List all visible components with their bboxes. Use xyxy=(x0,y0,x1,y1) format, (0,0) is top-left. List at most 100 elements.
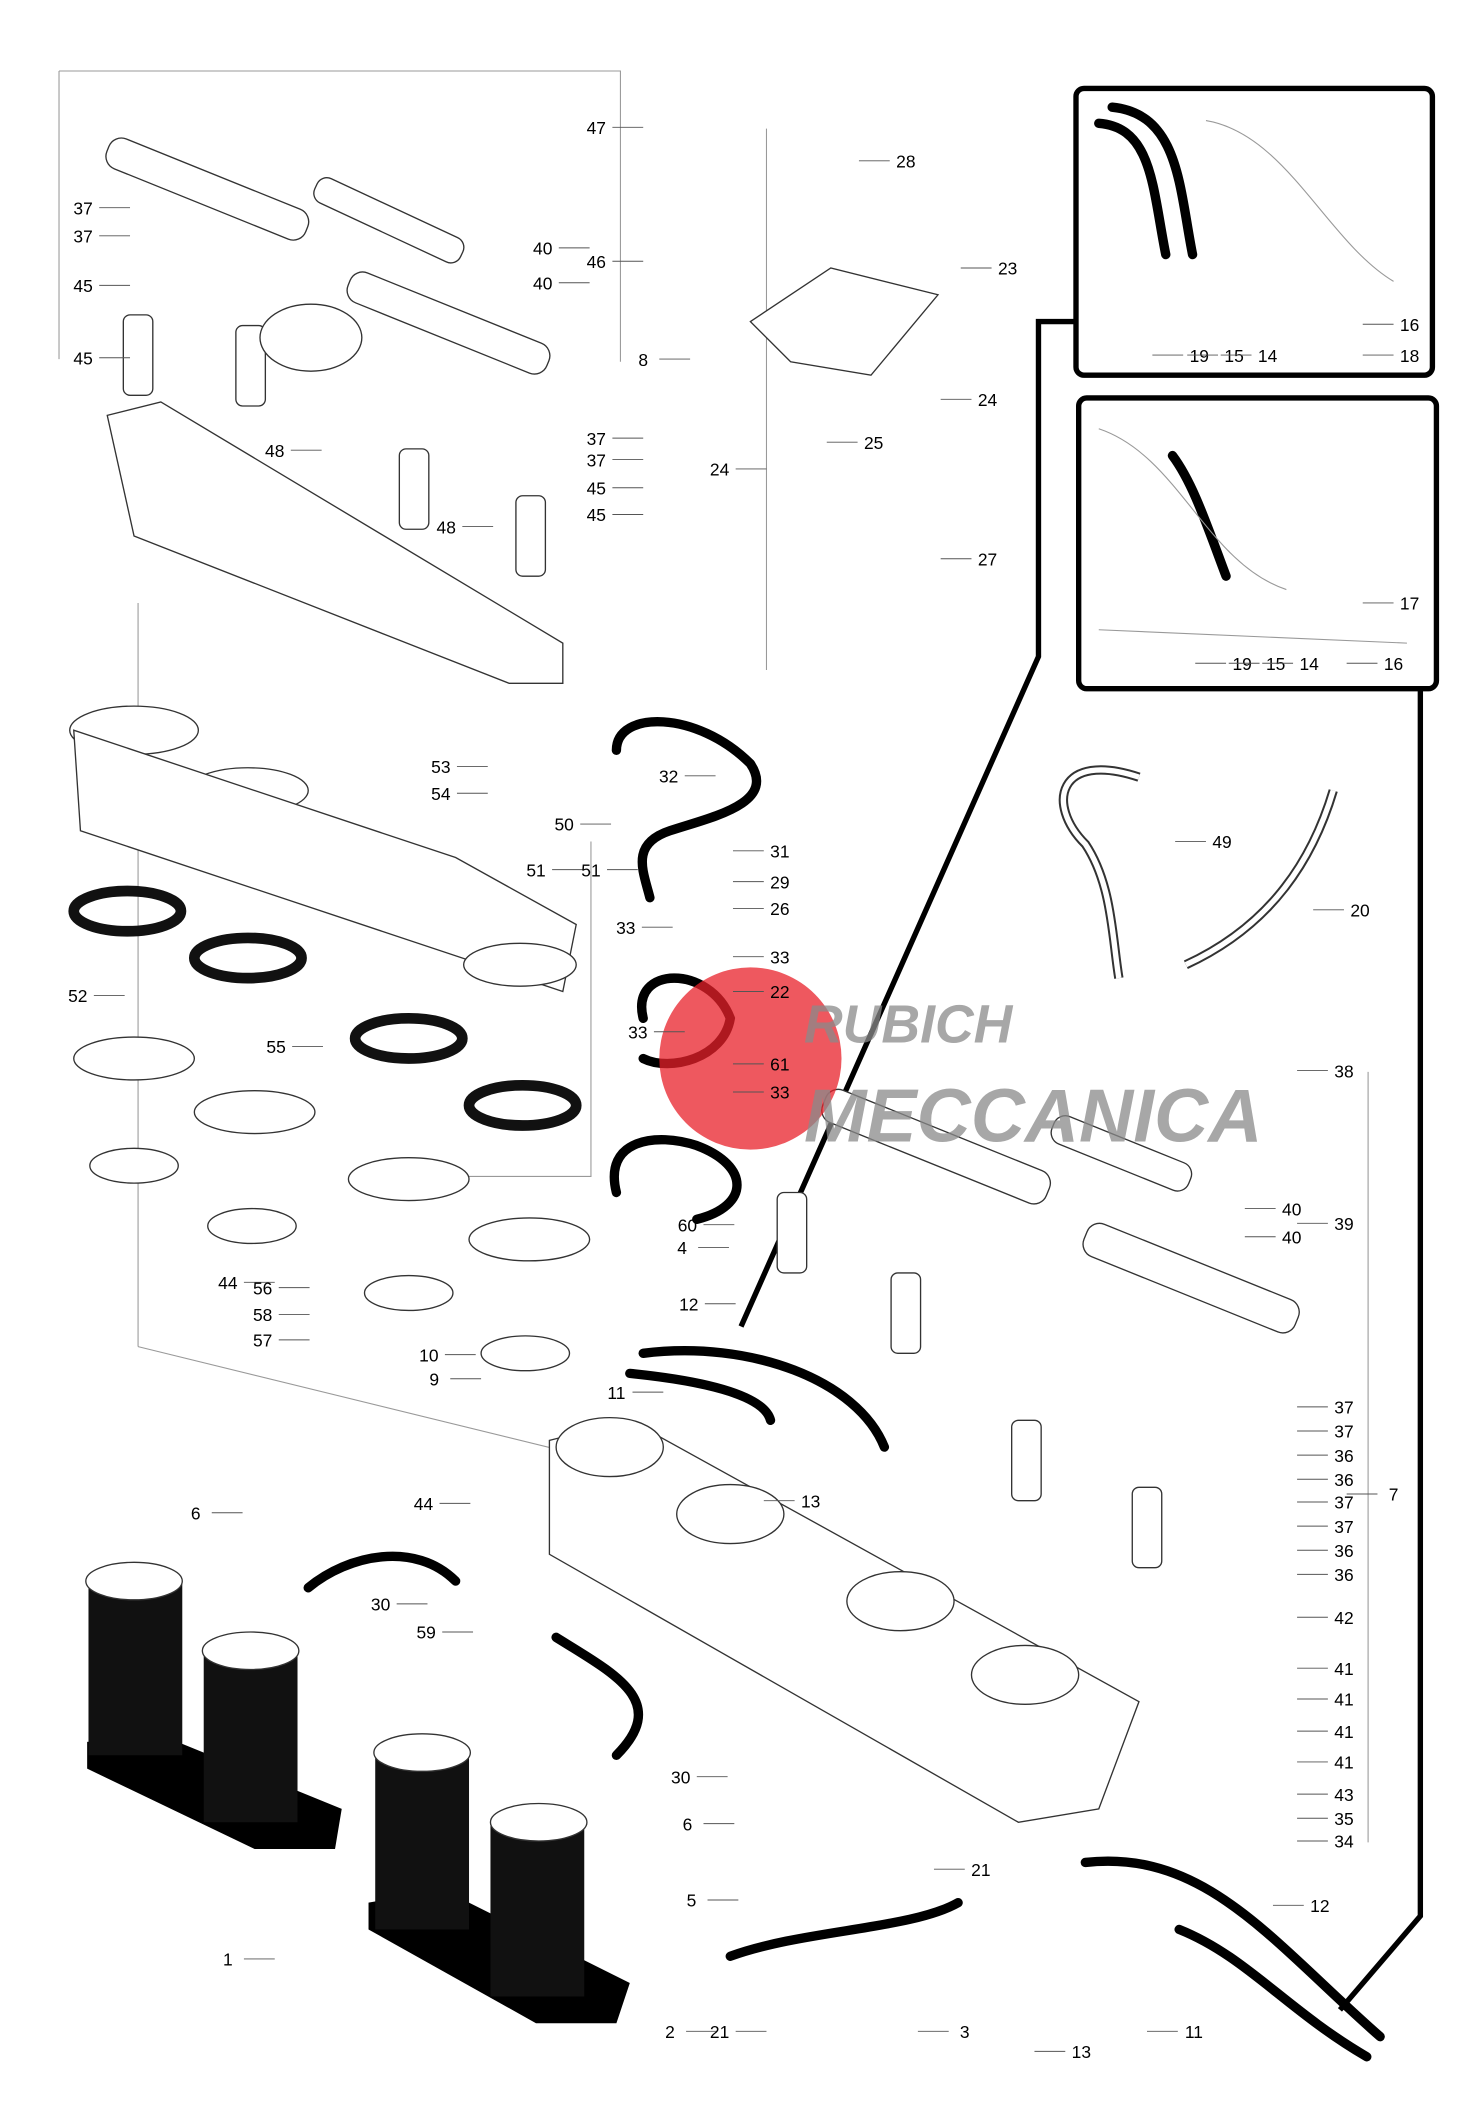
callout-31: 31 xyxy=(770,842,789,862)
callout-42: 42 xyxy=(1334,1608,1353,1628)
callout-36: 36 xyxy=(1334,1470,1353,1490)
callout-41: 41 xyxy=(1334,1753,1353,1773)
callout-5: 5 xyxy=(687,1891,697,1911)
callout-37: 37 xyxy=(73,198,92,218)
callout-34: 34 xyxy=(1334,1832,1354,1852)
callout-4: 4 xyxy=(677,1238,687,1258)
callout-51: 51 xyxy=(526,860,545,880)
callout-21: 21 xyxy=(971,1860,990,1880)
callout-16: 16 xyxy=(1400,315,1419,335)
fuel-rail-lower xyxy=(821,1088,1300,1334)
callout-23: 23 xyxy=(998,259,1017,279)
throttle-body xyxy=(548,1416,1140,1823)
callout-37: 37 xyxy=(1334,1422,1353,1442)
callout-44: 44 xyxy=(218,1273,238,1293)
inset-top xyxy=(1073,85,1436,378)
callout-22: 22 xyxy=(770,982,789,1002)
callout-6: 6 xyxy=(191,1503,201,1523)
callout-15: 15 xyxy=(1224,346,1243,366)
callout-40: 40 xyxy=(1282,1227,1301,1247)
callout-61: 61 xyxy=(770,1055,789,1075)
callout-57: 57 xyxy=(253,1331,272,1351)
callout-30: 30 xyxy=(671,1767,690,1787)
callout-44: 44 xyxy=(414,1494,434,1514)
callout-39: 39 xyxy=(1334,1214,1353,1234)
callout-9: 9 xyxy=(429,1369,439,1389)
callout-15: 15 xyxy=(1266,654,1285,674)
callout-33: 33 xyxy=(770,1083,789,1103)
support-bracket xyxy=(106,401,564,685)
callout-40: 40 xyxy=(533,239,552,259)
seals xyxy=(68,885,591,1372)
inset-bottom xyxy=(1075,395,1440,692)
callout-36: 36 xyxy=(1334,1565,1353,1585)
callout-35: 35 xyxy=(1334,1809,1353,1829)
callout-47: 47 xyxy=(587,118,606,138)
callout-17: 17 xyxy=(1400,594,1419,614)
callout-24: 24 xyxy=(978,390,998,410)
callout-28: 28 xyxy=(896,151,915,171)
callout-49: 49 xyxy=(1212,832,1231,852)
callout-37: 37 xyxy=(73,227,92,247)
callout-40: 40 xyxy=(1282,1199,1301,1219)
callout-14: 14 xyxy=(1299,654,1319,674)
callout-13: 13 xyxy=(801,1491,820,1511)
callout-46: 46 xyxy=(587,252,606,272)
callout-8: 8 xyxy=(638,350,648,370)
callout-1: 1 xyxy=(223,1950,233,1970)
callout-45: 45 xyxy=(587,478,606,498)
callout-37: 37 xyxy=(1334,1398,1353,1418)
callout-37: 37 xyxy=(1334,1517,1353,1537)
callout-53: 53 xyxy=(431,757,450,777)
callout-11: 11 xyxy=(607,1383,625,1403)
callout-37: 37 xyxy=(1334,1493,1353,1513)
callout-45: 45 xyxy=(73,276,92,296)
watermark-line1: RUBICH xyxy=(804,994,1014,1054)
callout-33: 33 xyxy=(616,918,635,938)
callout-50: 50 xyxy=(554,815,573,835)
callout-3: 3 xyxy=(960,2022,970,2042)
callout-16: 16 xyxy=(1384,654,1403,674)
callout-7: 7 xyxy=(1389,1485,1399,1505)
callout-12: 12 xyxy=(679,1294,698,1314)
callout-59: 59 xyxy=(416,1623,435,1643)
watermark-logo: RUBICH MECCANICA xyxy=(659,967,1262,1158)
callout-52: 52 xyxy=(68,986,87,1006)
callout-30: 30 xyxy=(371,1595,390,1615)
callout-41: 41 xyxy=(1334,1690,1353,1710)
callout-37: 37 xyxy=(587,429,606,449)
callout-25: 25 xyxy=(864,433,883,453)
callout-38: 38 xyxy=(1334,1061,1353,1081)
fuel-lines-49-20 xyxy=(1058,765,1338,979)
callout-19: 19 xyxy=(1232,654,1251,674)
callout-33: 33 xyxy=(628,1022,647,1042)
plate-23 xyxy=(749,267,940,376)
callout-2: 2 xyxy=(665,2022,675,2042)
callout-26: 26 xyxy=(770,899,789,919)
callout-41: 41 xyxy=(1334,1722,1353,1742)
callout-10: 10 xyxy=(419,1345,438,1365)
fuel-rail-top xyxy=(105,137,551,375)
airbox-intakes xyxy=(69,303,577,993)
callout-20: 20 xyxy=(1350,900,1369,920)
callout-36: 36 xyxy=(1334,1541,1353,1561)
callout-40: 40 xyxy=(533,273,552,293)
callout-labels: 4746404083737454548373745454828232425242… xyxy=(68,118,1419,2062)
injectors xyxy=(122,314,1163,1569)
callout-33: 33 xyxy=(770,947,789,967)
callout-27: 27 xyxy=(978,549,997,569)
intake-adapters xyxy=(85,1561,630,2024)
callout-24: 24 xyxy=(710,460,730,480)
callout-58: 58 xyxy=(253,1305,272,1325)
callout-6: 6 xyxy=(683,1814,693,1834)
callout-48: 48 xyxy=(265,441,284,461)
watermark-line2: MECCANICA xyxy=(804,1074,1262,1158)
callout-32: 32 xyxy=(659,767,678,787)
callout-14: 14 xyxy=(1258,346,1278,366)
callout-36: 36 xyxy=(1334,1446,1353,1466)
callout-41: 41 xyxy=(1334,1659,1353,1679)
callout-51: 51 xyxy=(581,860,600,880)
callout-11: 11 xyxy=(1185,2022,1203,2042)
callout-48: 48 xyxy=(437,517,456,537)
